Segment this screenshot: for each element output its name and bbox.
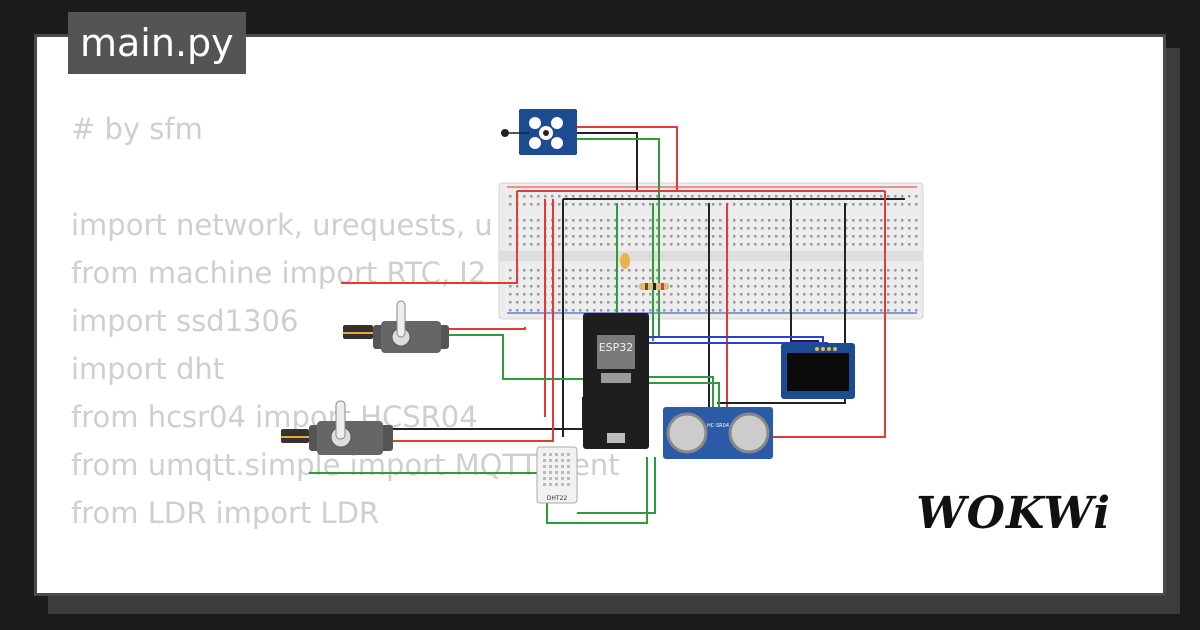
dht22-sensor: DHT22: [536, 446, 578, 504]
temperature-sensor-module: [501, 109, 577, 155]
code-line: from machine import RTC, I2: [71, 256, 487, 290]
breadboard: [498, 182, 924, 320]
resistor: [639, 283, 669, 290]
wokwi-logo: WOKWi: [916, 488, 1111, 539]
servo-motor-1: [343, 300, 449, 353]
code-line: # by sfm: [71, 112, 203, 146]
esp32-label: ESP32: [599, 341, 634, 354]
servo-motor-2: [281, 400, 393, 455]
ultrasonic-sensor: HC-SR04: [663, 407, 773, 459]
ldr-sensor: [620, 253, 630, 269]
ultrasonic-label: HC-SR04: [707, 423, 729, 429]
code-line: # Variables: [71, 585, 620, 593]
oled-display: [781, 343, 855, 399]
file-tab[interactable]: main.py: [68, 12, 246, 74]
esp32-board: ESP32: [583, 313, 649, 449]
dht-label: DHT22: [547, 495, 568, 502]
code-line: import dht: [71, 352, 225, 386]
code-line: from LDR import LDR: [71, 496, 380, 530]
circuit-diagram: ESP32 HC-SR04 DHT22: [281, 109, 924, 524]
code-line: import ssd1306: [71, 304, 299, 338]
code-line: import network, urequests, u: [71, 208, 493, 242]
preview-card: # by sfm import network, urequests, u from…: [34, 34, 1166, 596]
code-preview: # by sfm import network, urequests, u from…: [71, 105, 620, 593]
